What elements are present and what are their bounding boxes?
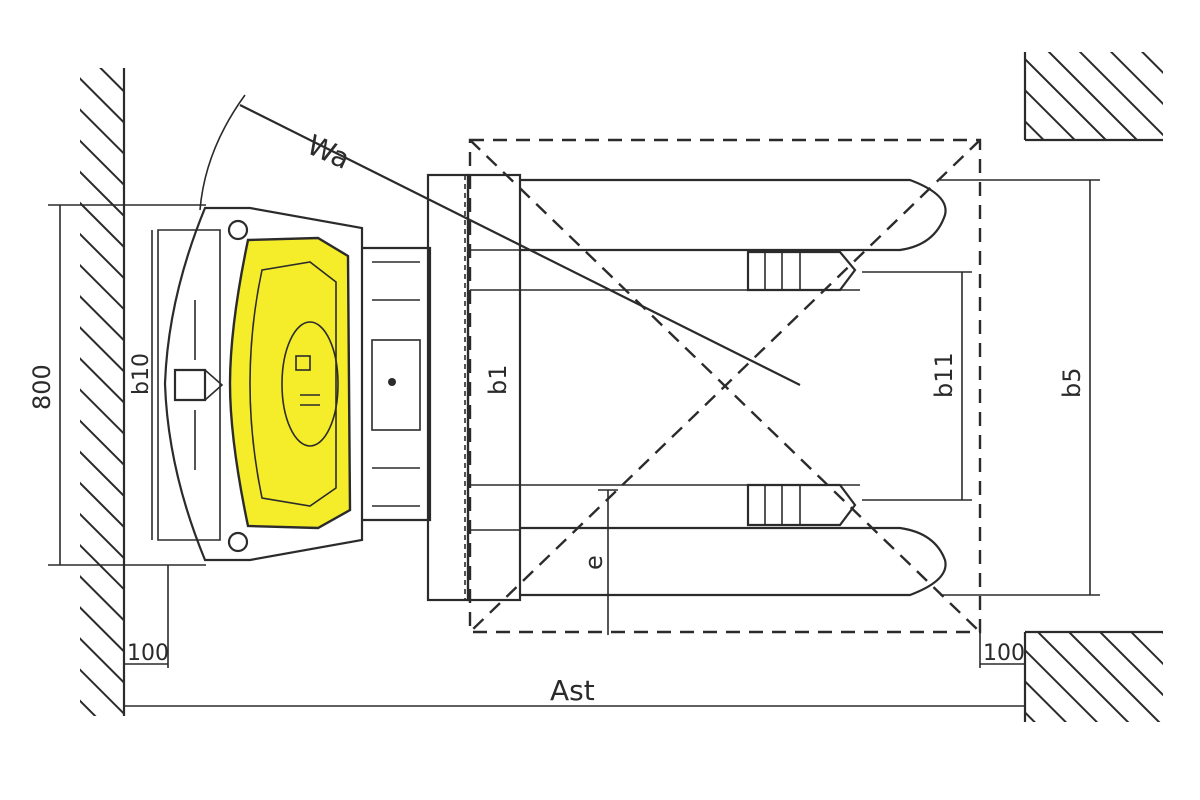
right-clearance-dimension [979, 632, 1025, 668]
bottom-right-wall [1023, 630, 1163, 722]
wa-label: Wa [302, 128, 355, 176]
turning-radius-arc [199, 94, 246, 211]
upper-fork [470, 178, 947, 292]
e-label: e [580, 555, 608, 570]
turning-radius-line [239, 104, 801, 386]
b5-dimension [940, 179, 1100, 596]
yellow-cover [228, 236, 352, 530]
b11-label: b11 [930, 352, 958, 398]
ast-label: Ast [550, 674, 595, 707]
b1-label: b1 [484, 364, 512, 395]
left-clearance-dimension [124, 565, 169, 668]
b10-label: b10 [129, 353, 154, 395]
dim-800-label: 800 [28, 364, 56, 410]
b11-dimension [862, 271, 972, 501]
width-dimension-800 [48, 204, 206, 566]
e-dimension [598, 489, 618, 635]
top-right-wall [1023, 52, 1163, 142]
clearance-right-label: 100 [983, 641, 1025, 666]
truck-drive-unit [157, 206, 432, 562]
b5-label: b5 [1058, 367, 1086, 398]
left-wall [80, 68, 126, 716]
pallet-outline [468, 138, 982, 634]
lower-fork [470, 483, 947, 597]
clearance-left-label: 100 [127, 641, 169, 666]
fork-carriage [426, 173, 522, 602]
